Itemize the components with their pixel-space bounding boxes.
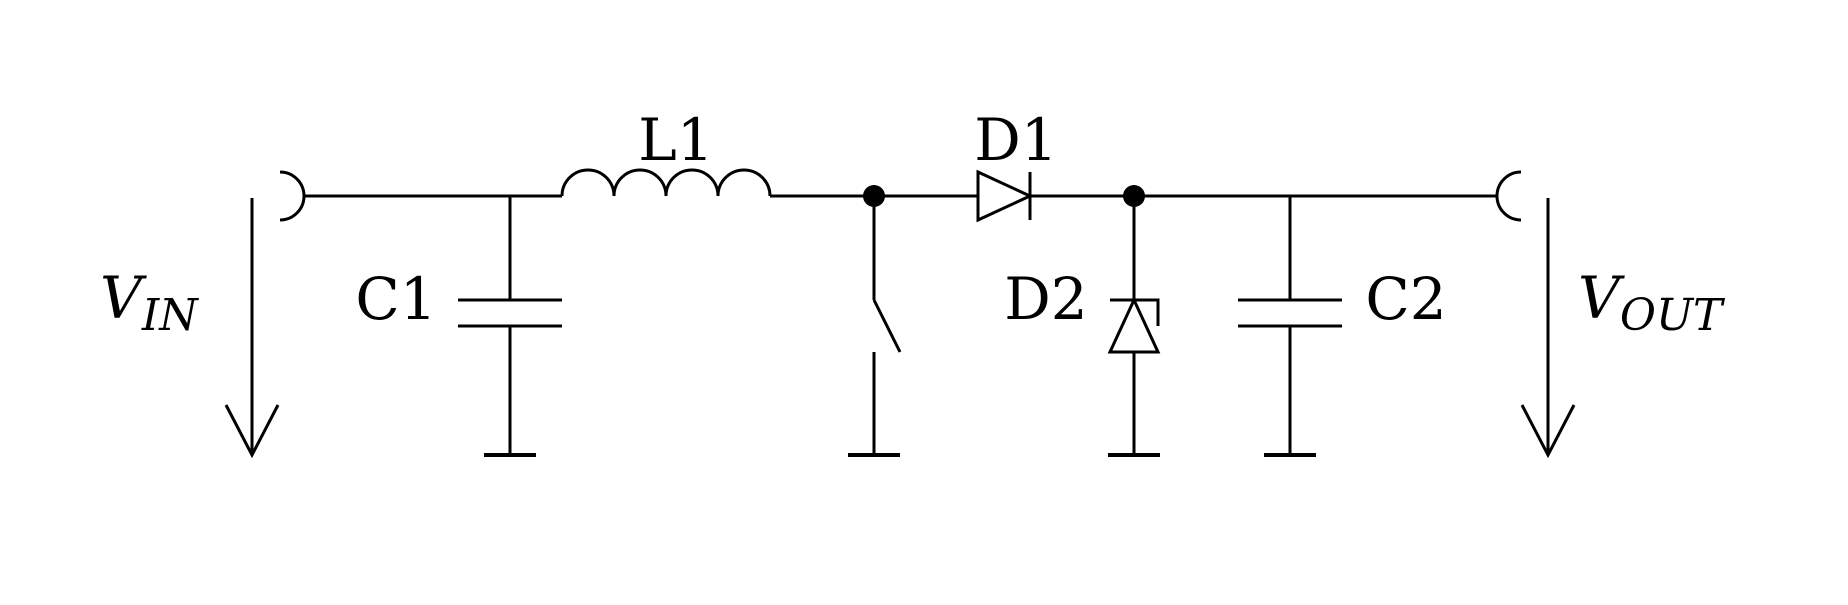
output-terminal: [1495, 170, 1522, 222]
capacitor-c1: [458, 196, 562, 457]
label-vin: VIN: [100, 264, 199, 341]
label-c1: C1: [355, 265, 436, 333]
vout-arrow: [1520, 198, 1576, 459]
label-c2: C2: [1365, 265, 1446, 333]
capacitor-c2: [1238, 196, 1342, 457]
input-terminal: [279, 170, 306, 222]
switch: [848, 196, 902, 457]
vin-arrow: [224, 198, 280, 459]
zener-diode-d2: [1107, 196, 1161, 457]
label-l1: L1: [638, 106, 713, 174]
diode-d1: [976, 169, 1034, 223]
inductor-l1: [560, 168, 772, 197]
label-vout-main: V: [1578, 264, 1625, 332]
label-vin-sub: IN: [141, 290, 199, 341]
label-vout-sub: OUT: [1620, 290, 1726, 341]
label-d2: D2: [1004, 265, 1087, 333]
label-d1: D1: [974, 106, 1057, 174]
label-vin-main: V: [100, 264, 147, 332]
label-vout: VOUT: [1578, 264, 1726, 341]
